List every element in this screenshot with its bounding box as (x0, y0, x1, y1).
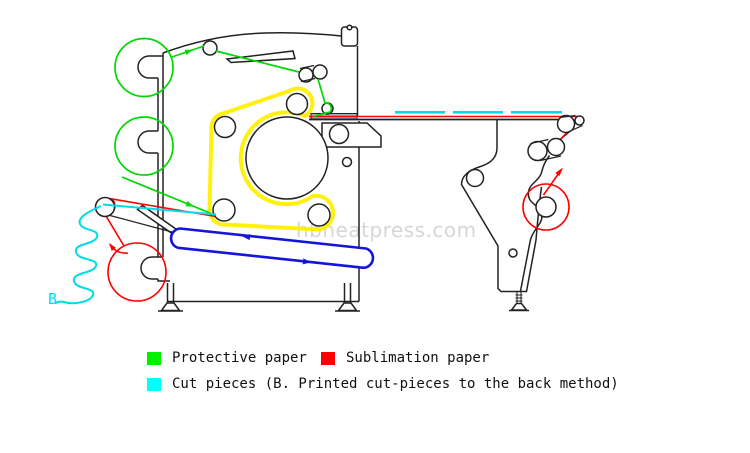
stand-hole-small (508, 248, 518, 258)
bracket-roller (328, 123, 350, 145)
cut-pieces-stack-zigzag (54, 205, 102, 305)
protective-paper-roll-bottom (114, 116, 174, 176)
roll-hook-bottom (140, 256, 163, 280)
top-guide-roller (202, 40, 218, 56)
felt-roller-upper-mid (285, 92, 309, 116)
infeed-guide-roller (94, 196, 116, 218)
mid-roller-b (312, 64, 328, 80)
sublimation-paper-swatch (321, 352, 335, 365)
stand-plate (460, 119, 543, 293)
stand-foot (509, 292, 529, 312)
conveyor-belt (169, 227, 375, 270)
felt-belt-path (207, 86, 336, 232)
roll-hook-middle (137, 130, 158, 154)
b-method-marker: B (48, 290, 58, 308)
felt-roller-upper-left (213, 115, 237, 139)
felt-roller-lower-right (307, 203, 331, 227)
cut-pieces-feed-line (102, 203, 217, 216)
sublimation-paper-roll (107, 242, 167, 302)
top-cover (162, 31, 342, 54)
cut-pieces-swatch (147, 378, 161, 391)
rollers (94, 40, 585, 227)
cut-pieces-path (54, 111, 562, 305)
felt-roller-lower-left (212, 198, 236, 222)
takeup-roll (522, 183, 570, 231)
legend-label: Cut pieces (B. Printed cut-pieces to the… (172, 376, 619, 392)
machine-legs (158, 283, 360, 312)
takeup-core (535, 196, 557, 218)
heating-drum (245, 116, 329, 200)
protective-paper-swatch (147, 352, 161, 365)
machine-diagram (54, 24, 585, 312)
conveyor-direction-arrows (242, 234, 311, 265)
legend-label: Protective paper (172, 350, 307, 366)
protective-paper-path (114, 37, 333, 217)
machine-frame (137, 24, 360, 312)
red-arrowheads (109, 167, 563, 251)
legend-item-sublimation-paper: Sublimation paper (321, 350, 489, 367)
top-wedge (225, 50, 296, 64)
bracket-pin (341, 156, 353, 168)
infeed-guide-line (109, 214, 173, 233)
protective-paper-roll-top (114, 37, 174, 98)
legend-label: Sublimation paper (346, 350, 490, 366)
roll-hook-top (137, 55, 163, 79)
stand-hole-large (465, 168, 485, 188)
legend-item-cut-pieces: Cut pieces (B. Printed cut-pieces to the… (147, 376, 619, 393)
table-end-pinch-rollers (527, 114, 585, 162)
legend-item-protective-paper: Protective paper (147, 350, 307, 367)
green-arrowheads (184, 49, 194, 207)
